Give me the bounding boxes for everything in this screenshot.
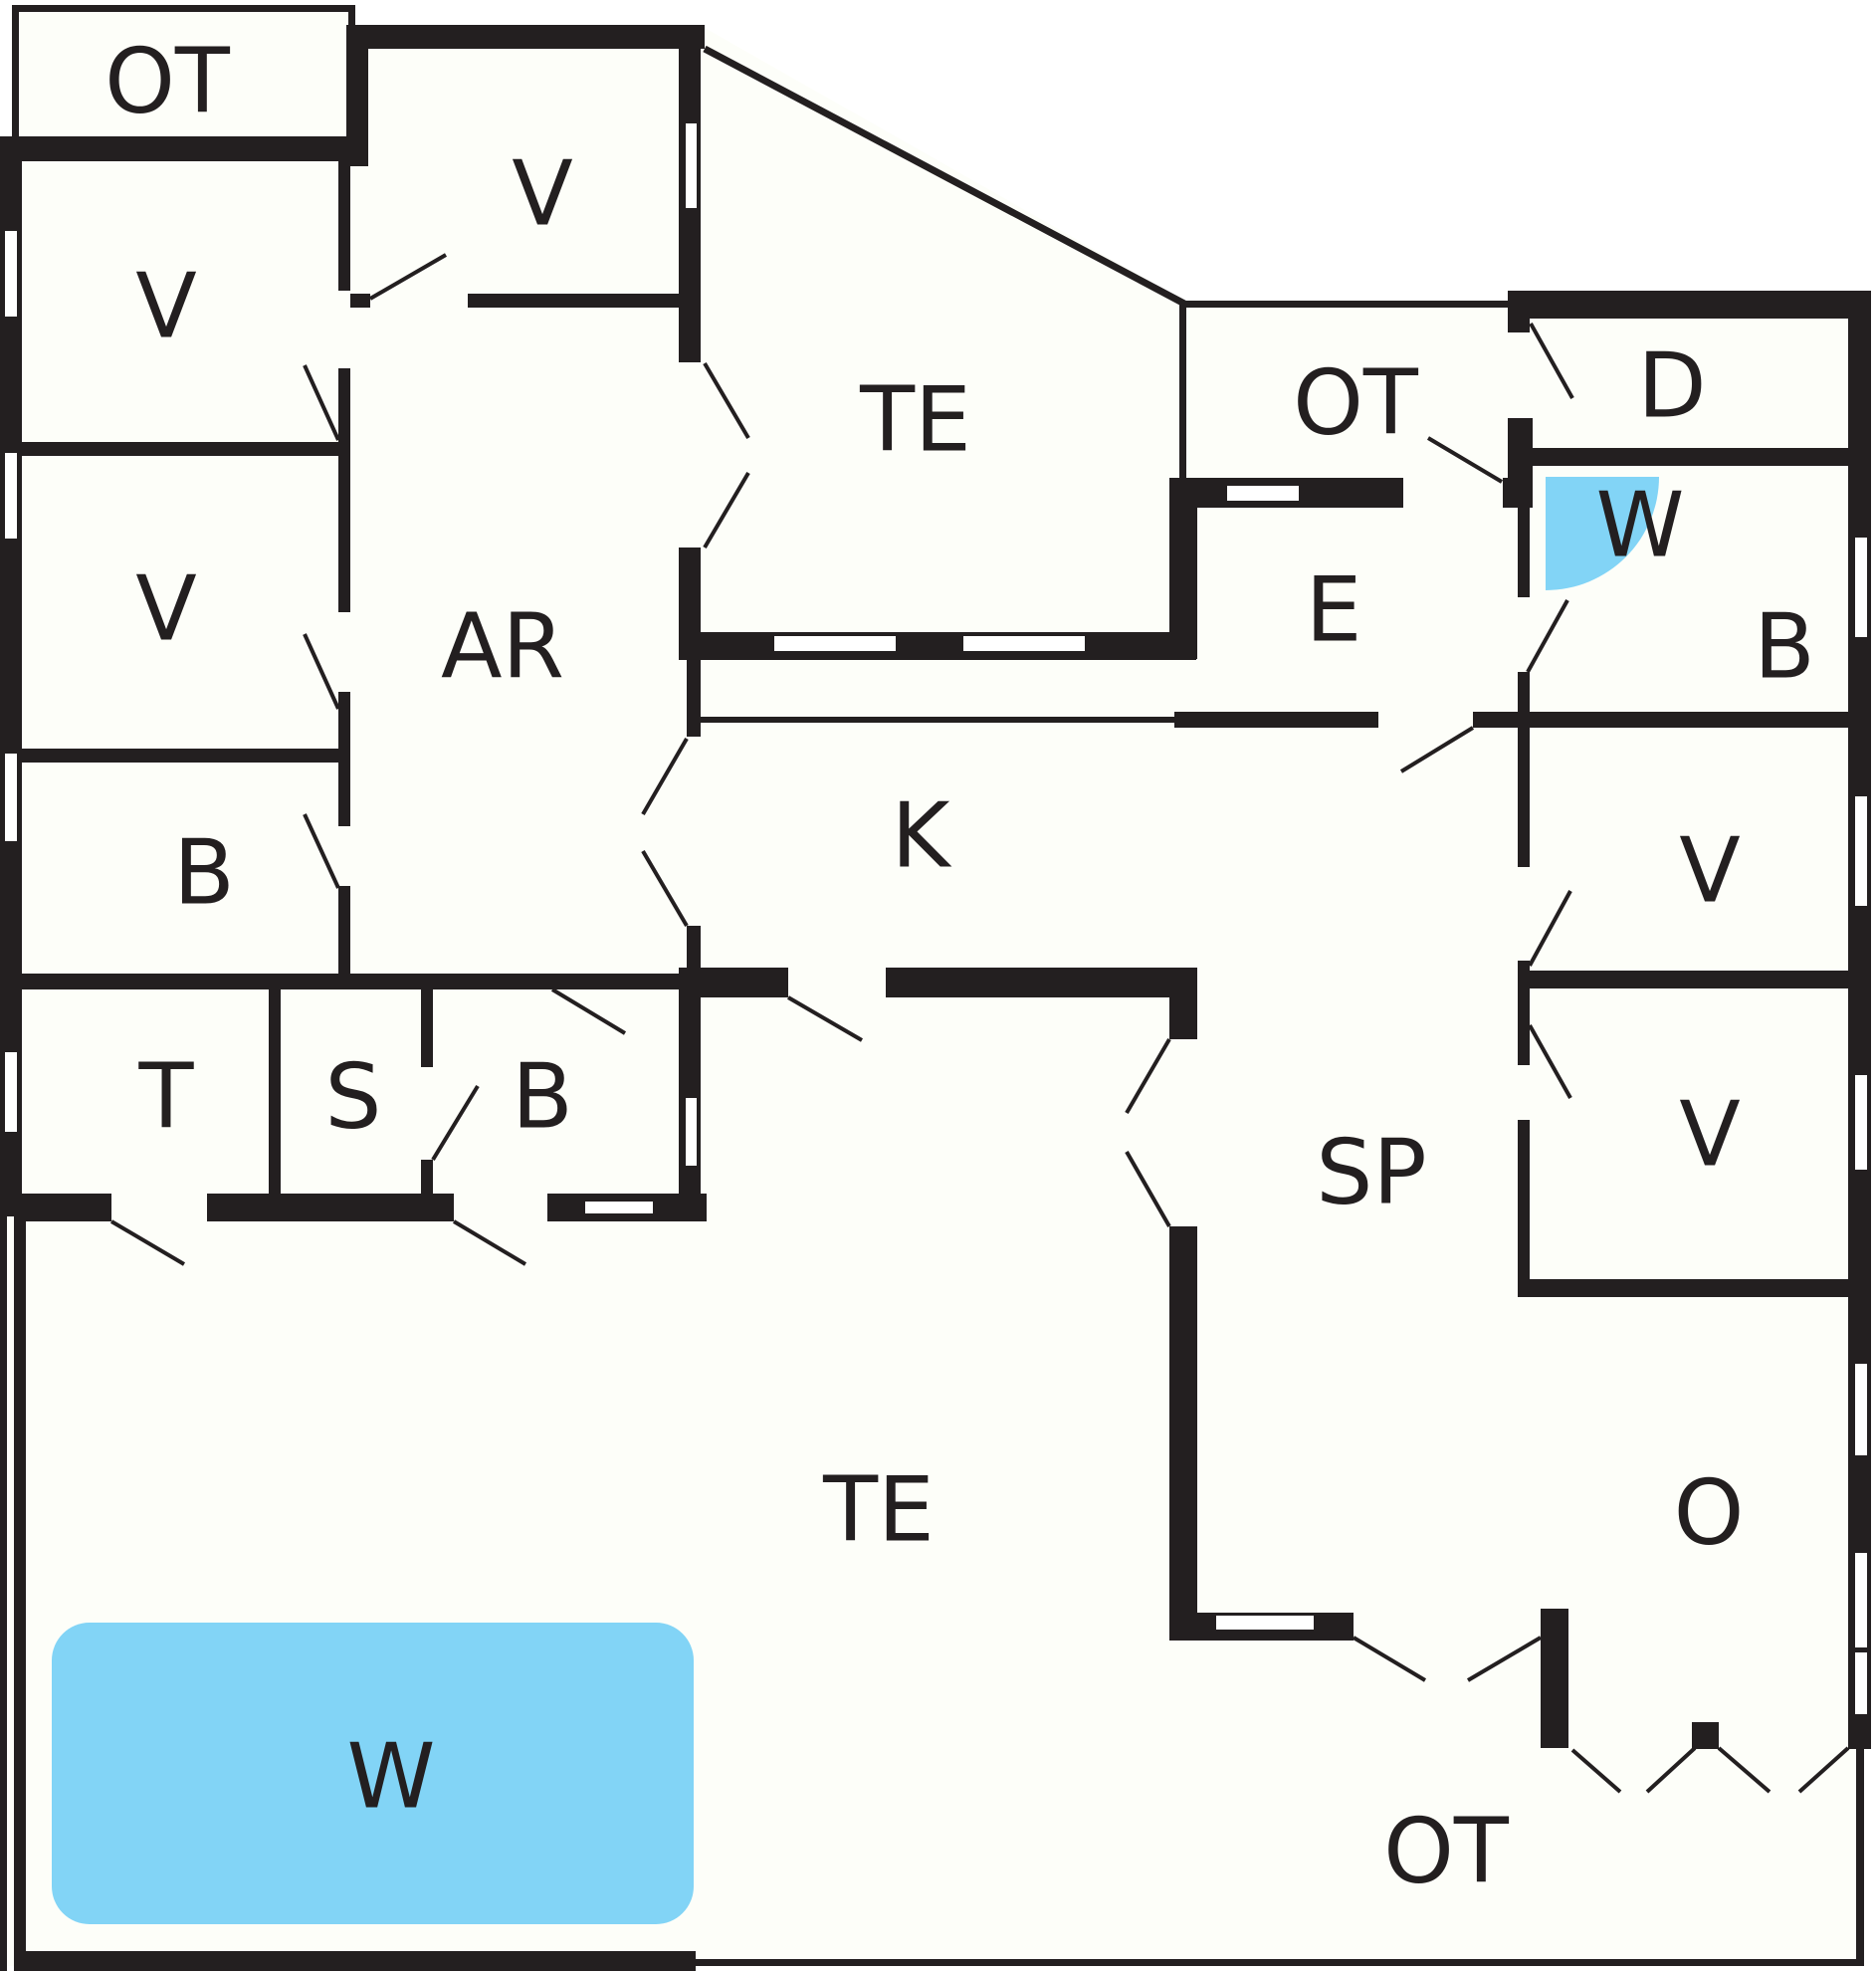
room-label-s: S <box>324 1045 381 1150</box>
room-label-ot-bottom: OT <box>1383 1800 1510 1904</box>
room-label-te-top: TE <box>859 368 971 473</box>
room-label-ot-top-right: OT <box>1293 351 1419 456</box>
pool-water <box>52 1623 694 1924</box>
room-label-sp: SP <box>1316 1121 1426 1225</box>
room-label-k: K <box>891 784 951 889</box>
room-label-e: E <box>1306 558 1362 663</box>
room-label-v-top-center: V <box>512 142 573 247</box>
room-label-ar: AR <box>441 595 564 700</box>
room-label-b-left: B <box>173 821 235 926</box>
room-label-d: D <box>1637 334 1706 439</box>
walls <box>0 5 1871 1971</box>
room-label-v-left-1: V <box>135 255 197 359</box>
room-label-te-bottom: TE <box>822 1458 935 1563</box>
room-label-v-right-1: V <box>1679 819 1741 924</box>
door-swings <box>109 253 1850 1794</box>
room-labels: OT V V TE OT D V AR E W B B K V T S B SP… <box>104 30 1815 1904</box>
windows <box>5 123 1867 1714</box>
room-label-v-left-2: V <box>135 557 197 662</box>
room-label-t: T <box>138 1045 195 1150</box>
floor-ot-top-left <box>12 5 348 136</box>
room-label-w-small: W <box>1596 474 1685 578</box>
room-label-o: O <box>1674 1461 1745 1566</box>
room-label-v-right-2: V <box>1679 1083 1741 1188</box>
room-label-b-bottom: B <box>512 1045 573 1150</box>
room-label-b-right: B <box>1754 595 1815 700</box>
hot-tub-water <box>1546 477 1659 590</box>
room-label-w-pool: W <box>347 1725 436 1830</box>
room-label-ot-top-left: OT <box>104 30 231 134</box>
